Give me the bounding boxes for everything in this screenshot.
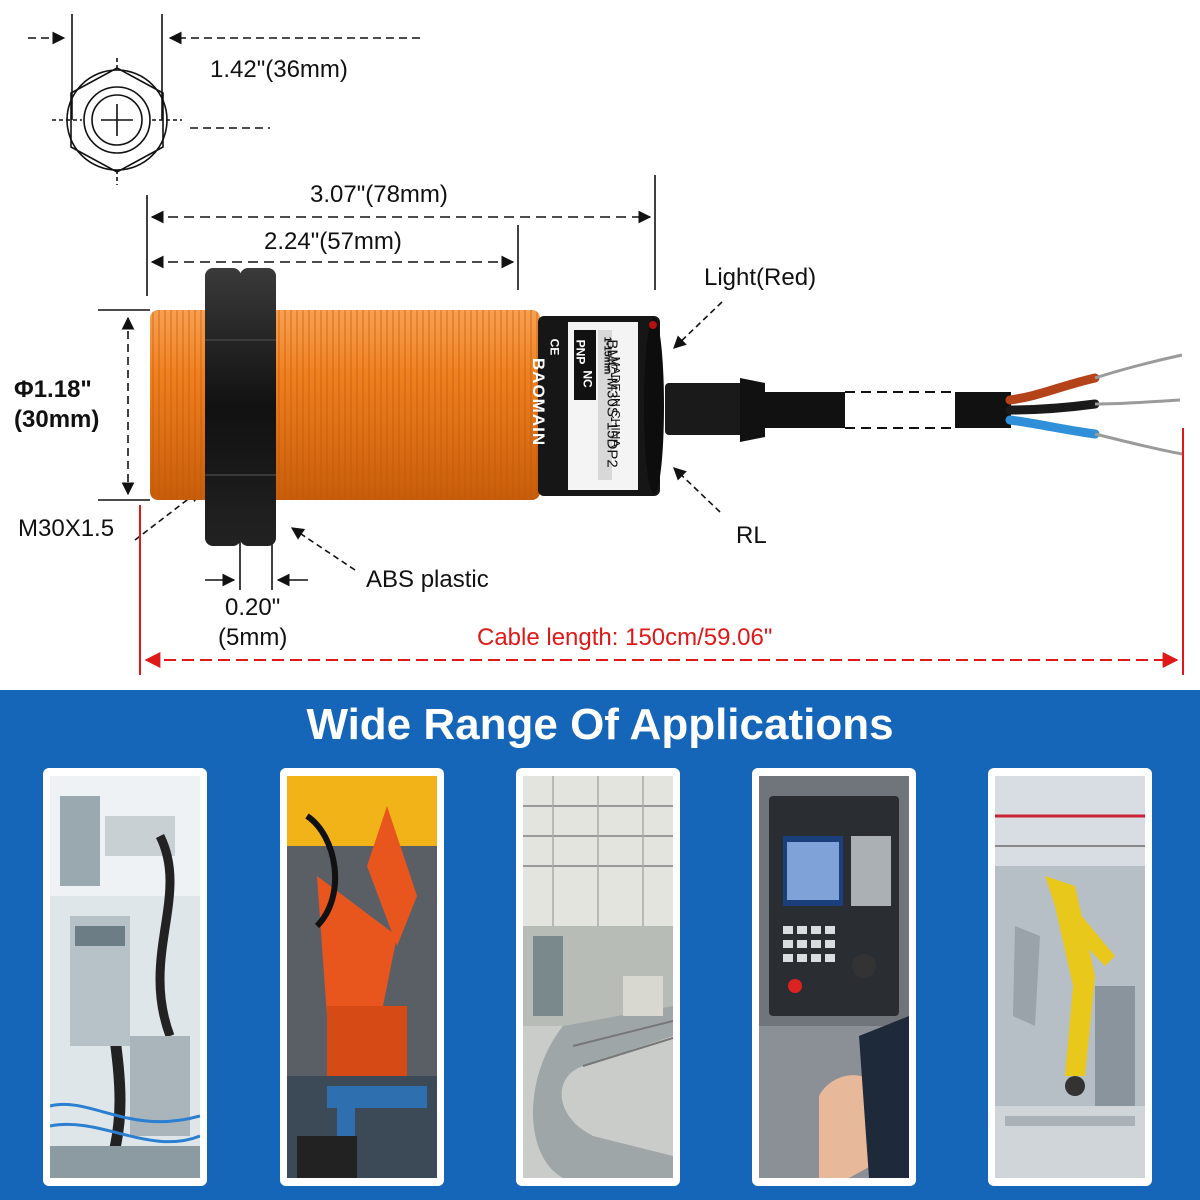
sensor-type-label: PNP: [573, 339, 588, 365]
nut-width-inch-label: 0.20": [225, 594, 281, 621]
assembly-line-image: [995, 776, 1145, 1178]
callout-arrows: [673, 301, 723, 513]
automation-equipment-image: [50, 776, 200, 1178]
rl-callout: RL: [736, 522, 767, 549]
diameter-dimension-lines: [98, 309, 202, 541]
sensor-mode-label: NC: [580, 370, 595, 388]
hex-width-label: 1.42"(36mm): [210, 56, 348, 83]
material-callout: ABS plastic: [366, 566, 489, 593]
ce-mark: CE: [547, 338, 562, 356]
application-photo-cnc-panel: [752, 768, 916, 1186]
dimension-diagram: BAOMAIN BMC-M30S-15DP2 MADE IN CHINA PNP…: [14, 14, 1184, 675]
sensor-range-label: 1-15mm: [601, 336, 613, 375]
sensor-brand-label: BAOMAIN: [529, 357, 549, 447]
light-callout: Light(Red): [704, 264, 817, 291]
nut-width-mm-label: (5mm): [218, 624, 288, 651]
robot-arm-image: [287, 776, 437, 1178]
application-photo-automation: [43, 768, 207, 1186]
cable-length-dimension: [139, 428, 1184, 675]
diameter-inch-label: Φ1.18": [14, 376, 92, 403]
cnc-panel-image: [759, 776, 909, 1178]
sensor-body: [150, 268, 664, 546]
applications-section: Wide Range Of Applications: [0, 690, 1200, 1200]
application-photo-assembly-line: [988, 768, 1152, 1186]
application-photo-robot-arm: [280, 768, 444, 1186]
thread-spec-label: M30X1.5: [18, 515, 115, 542]
diameter-mm-label: (30mm): [14, 406, 100, 433]
application-photo-conveyor: [516, 768, 680, 1186]
thread-length-label: 2.24"(57mm): [264, 228, 402, 255]
cable-length-label: Cable length: 150cm/59.06": [477, 624, 773, 651]
conveyor-factory-image: [523, 776, 673, 1178]
end-view-drawing: [28, 14, 420, 185]
sensor-cable: [665, 353, 1183, 456]
total-length-label: 3.07"(78mm): [310, 181, 448, 208]
length-dimension-lines: [146, 175, 656, 296]
sensor-drawing: [28, 14, 1184, 675]
applications-title: Wide Range Of Applications: [306, 700, 894, 749]
